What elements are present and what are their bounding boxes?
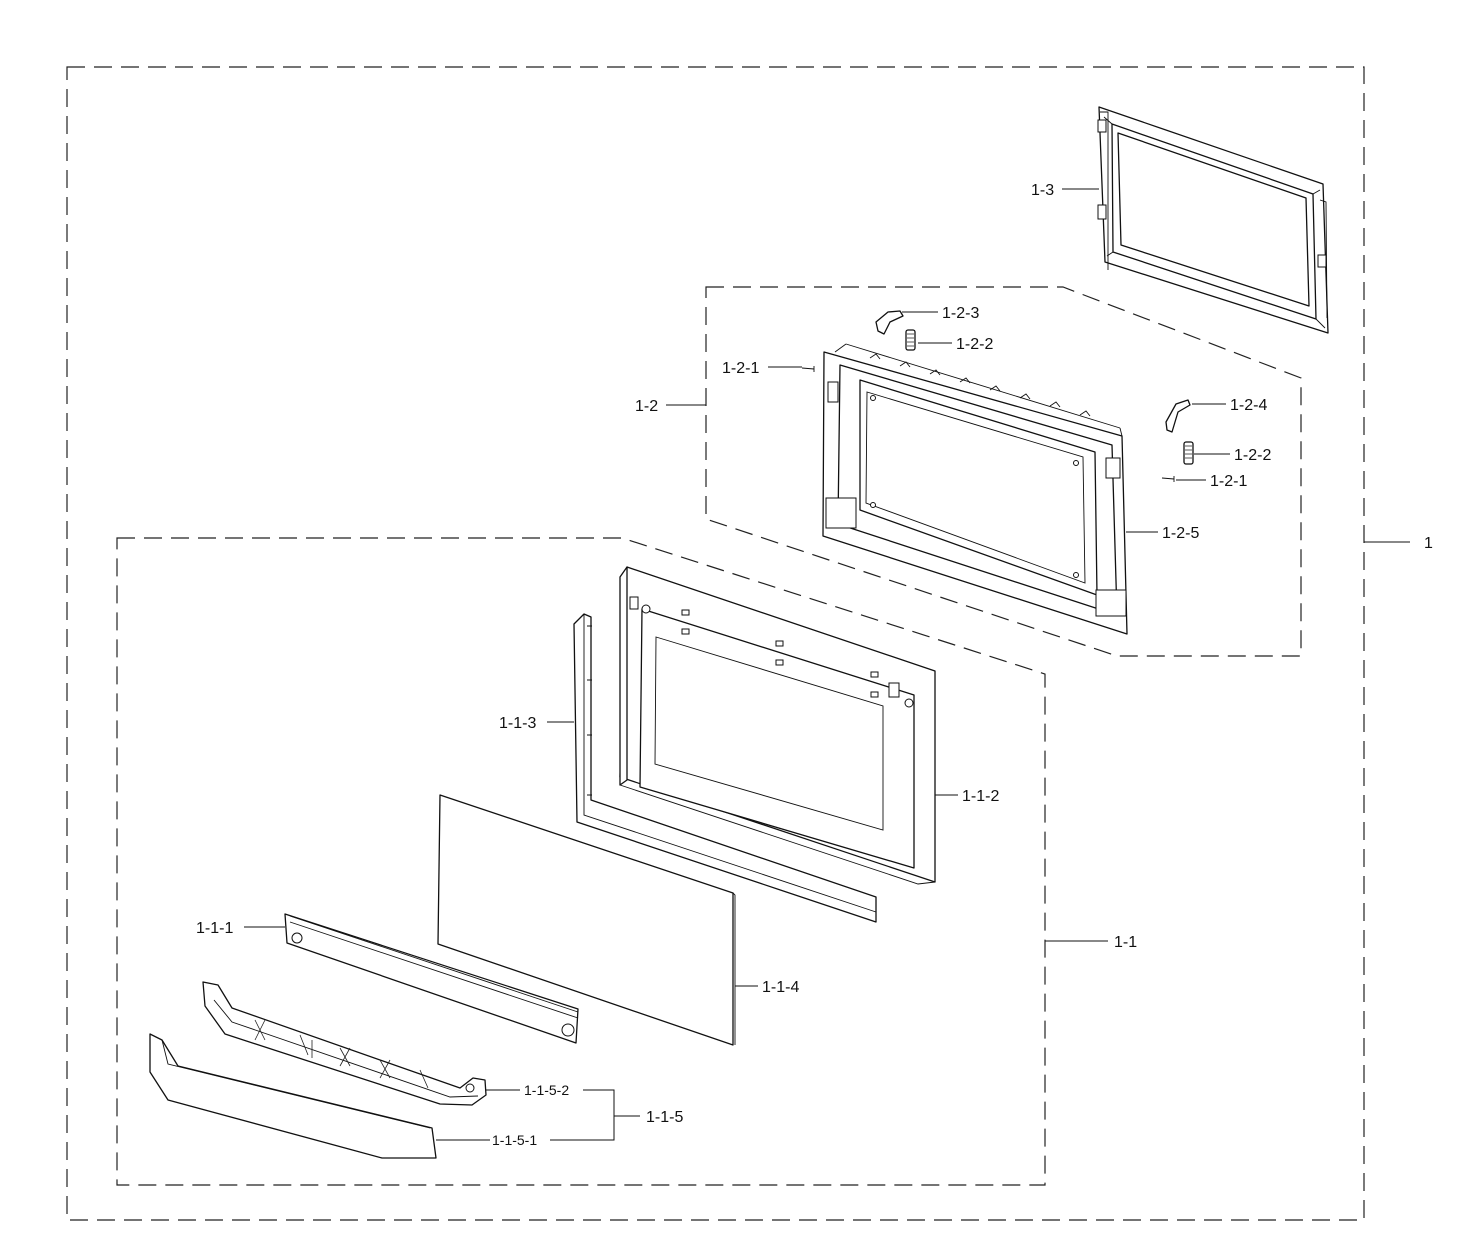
- label-1-2-2-left: 1-2-2: [956, 336, 993, 353]
- label-1-2-5: 1-2-5: [1162, 525, 1199, 542]
- label-1-2-2-right: 1-2-2: [1234, 447, 1271, 464]
- part-rear-frame: [1097, 106, 1329, 334]
- label-1-2-1-left: 1-2-1: [722, 360, 759, 377]
- part-handle-cover: [149, 1033, 437, 1159]
- part-screw-left: [801, 366, 815, 372]
- label-1-1-1: 1-1-1: [196, 920, 233, 937]
- label-1-1-4: 1-1-4: [762, 979, 799, 996]
- label-1: 1: [1424, 535, 1433, 552]
- assembly-1-2-boundary: [705, 286, 1302, 657]
- label-1-1-5: 1-1-5: [646, 1109, 683, 1126]
- part-screw-right: [1161, 476, 1175, 482]
- label-1-2-3: 1-2-3: [942, 305, 979, 322]
- label-1-3: 1-3: [1031, 182, 1054, 199]
- part-hinge-bar: [284, 913, 579, 1044]
- part-glass-panel: [437, 794, 736, 1046]
- label-1-1-5-2: 1-1-5-2: [524, 1082, 569, 1098]
- label-1-2-4: 1-2-4: [1230, 397, 1267, 414]
- part-outer-frame: [619, 566, 936, 885]
- part-spring-right: [1183, 441, 1194, 465]
- label-1-1-2: 1-1-2: [962, 788, 999, 805]
- part-spring-left: [905, 329, 916, 351]
- part-latch-left: [875, 310, 904, 335]
- label-1-1-5-1: 1-1-5-1: [492, 1132, 537, 1148]
- label-1-1-3: 1-1-3: [499, 715, 536, 732]
- assembly-1-boundary: [66, 66, 1365, 1221]
- part-latch-right: [1165, 399, 1191, 433]
- label-1-2: 1-2: [635, 398, 658, 415]
- label-1-2-1-right: 1-2-1: [1210, 473, 1247, 490]
- assembly-1-1-boundary: [116, 537, 1046, 1186]
- part-handle-bracket: [202, 981, 487, 1106]
- label-1-1: 1-1: [1114, 934, 1137, 951]
- part-labels: 1 1-3 1-2 1-2-1 1-2-2 1-2-3 1-2-4 1-2-2 …: [196, 182, 1433, 1148]
- leader-lines: [244, 188, 1410, 1141]
- part-side-trim: [573, 613, 877, 923]
- part-inner-door: [822, 343, 1128, 635]
